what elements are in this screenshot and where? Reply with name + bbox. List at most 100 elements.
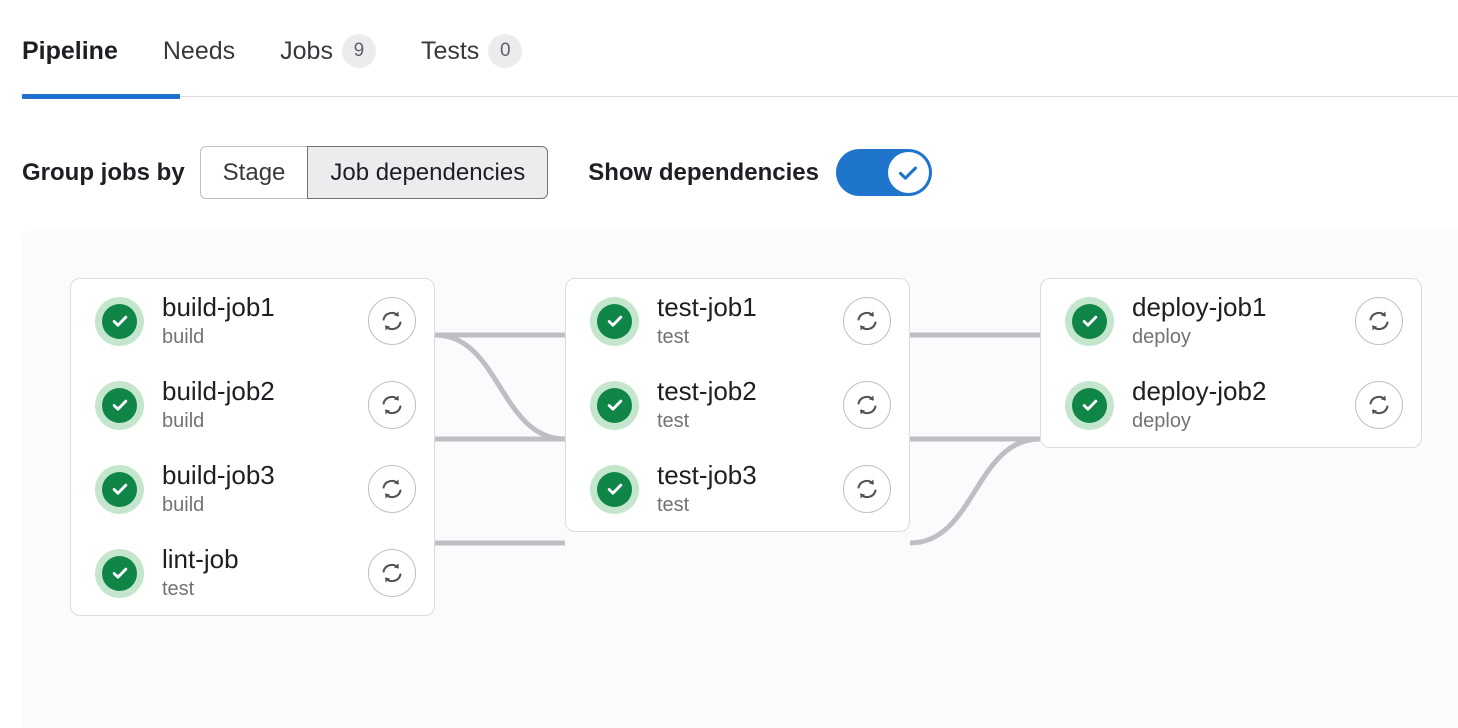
tab-jobs-label: Jobs: [280, 36, 333, 65]
check-icon: [112, 399, 127, 411]
show-dependencies-toggle[interactable]: [835, 149, 932, 196]
job-text: deploy-job2 deploy: [1132, 377, 1355, 432]
retry-arrow-head-top: [393, 395, 399, 401]
retry-arrow-head-top: [868, 395, 874, 401]
job-item-build-job2[interactable]: build-job2 build: [71, 363, 434, 447]
job-text: build-job3 build: [162, 461, 368, 516]
job-item-test-job2[interactable]: test-job2 test: [566, 363, 909, 447]
graph-controls: Group jobs by Stage Job dependencies Sho…: [22, 146, 932, 199]
retry-icon[interactable]: [368, 381, 416, 429]
retry-icon[interactable]: [368, 297, 416, 345]
job-group-card-test: test-job1 test: [565, 278, 910, 532]
retry-glyph: [1369, 311, 1389, 331]
retry-arrow-head-bottom: [860, 409, 866, 415]
retry-arrow-head-bottom: [385, 493, 391, 499]
job-text: test-job3 test: [657, 461, 843, 516]
job-name: test-job1: [657, 292, 757, 323]
check-icon: [899, 166, 918, 180]
job-text: deploy-job1 deploy: [1132, 293, 1355, 348]
status-success-icon: [95, 296, 144, 346]
job-item-deploy-job1[interactable]: deploy-job1 deploy: [1041, 279, 1421, 363]
show-dependencies-label: Show dependencies: [588, 158, 819, 186]
retry-icon[interactable]: [843, 381, 891, 429]
job-item-lint-job[interactable]: lint-job test: [71, 531, 434, 615]
tab-tests[interactable]: Tests 0: [421, 26, 545, 76]
retry-arrow-head-bottom: [1372, 325, 1378, 331]
retry-icon[interactable]: [1355, 297, 1403, 345]
status-success-icon: [95, 464, 144, 514]
tab-needs[interactable]: Needs: [163, 26, 258, 76]
tab-jobs[interactable]: Jobs 9: [280, 26, 399, 76]
retry-glyph: [382, 395, 402, 415]
group-by-segmented-control: Stage Job dependencies: [199, 146, 549, 199]
retry-icon[interactable]: [1355, 381, 1403, 429]
job-stage: test: [657, 409, 690, 432]
pipeline-graph-panel: build-job1 build: [22, 230, 1458, 728]
link-test-job3-deploy-job2: [909, 436, 1041, 546]
job-stage: build: [162, 493, 205, 516]
tab-tests-label: Tests: [420, 36, 480, 65]
group-jobs-by-label: Group jobs by: [22, 158, 185, 186]
tab-jobs-badge: 9: [341, 34, 376, 68]
retry-arrow-head-bottom: [860, 493, 866, 499]
check-icon: [607, 315, 622, 327]
status-success-icon: [1065, 296, 1114, 346]
check-icon: [1082, 315, 1097, 327]
job-name: test-job3: [657, 460, 757, 491]
job-stage: deploy: [1132, 409, 1191, 432]
toggle-knob: [887, 152, 929, 193]
job-group-card-build: build-job1 build: [70, 278, 435, 616]
retry-glyph: [382, 311, 402, 331]
job-name: build-job1: [162, 292, 275, 323]
retry-arrow-head-top: [393, 311, 399, 317]
retry-arrow-head-bottom: [860, 325, 866, 331]
retry-arrow-head-top: [393, 479, 399, 485]
status-success-icon: [1065, 380, 1114, 430]
group-by-job-dependencies-label: Job dependencies: [330, 158, 526, 186]
link-build-job1-test-job2: [434, 332, 566, 442]
retry-arrow-head-top: [868, 479, 874, 485]
status-success-icon: [95, 380, 144, 430]
check-icon: [112, 315, 127, 327]
job-stage: deploy: [1132, 325, 1191, 348]
group-by-stage-button[interactable]: Stage: [199, 146, 309, 199]
group-by-job-dependencies-button[interactable]: Job dependencies: [307, 146, 549, 199]
job-item-test-job1[interactable]: test-job1 test: [566, 279, 909, 363]
job-name: test-job2: [657, 376, 757, 407]
tab-tests-badge: 0: [488, 34, 523, 68]
retry-icon[interactable]: [843, 297, 891, 345]
retry-arrow-head-top: [868, 311, 874, 317]
status-success-icon: [590, 464, 639, 514]
tab-pipeline[interactable]: Pipeline: [22, 26, 141, 76]
retry-icon[interactable]: [368, 549, 416, 597]
tab-pipeline-label: Pipeline: [22, 36, 118, 65]
check-icon: [607, 399, 622, 411]
job-name: deploy-job1: [1132, 292, 1267, 323]
job-stage: test: [657, 493, 690, 516]
job-item-deploy-job2[interactable]: deploy-job2 deploy: [1041, 363, 1421, 447]
check-icon: [112, 483, 127, 495]
job-stage: build: [162, 325, 205, 348]
retry-glyph: [382, 479, 402, 499]
retry-icon[interactable]: [843, 465, 891, 513]
job-item-build-job1[interactable]: build-job1 build: [71, 279, 434, 363]
job-name: deploy-job2: [1132, 376, 1267, 407]
retry-arrow-head-top: [1380, 395, 1386, 401]
job-name: lint-job: [162, 544, 239, 575]
tab-bar: Pipeline Needs Jobs 9 Tests 0: [0, 0, 1458, 101]
retry-arrow-head-bottom: [385, 325, 391, 331]
job-group-card-deploy: deploy-job1 deploy: [1040, 278, 1422, 448]
retry-arrow-head-bottom: [1372, 409, 1378, 415]
job-item-test-job3[interactable]: test-job3 test: [566, 447, 909, 531]
job-stage: test: [657, 325, 690, 348]
retry-glyph: [1369, 395, 1389, 415]
job-name: build-job2: [162, 376, 275, 407]
job-text: build-job2 build: [162, 377, 368, 432]
retry-arrow-head-bottom: [385, 577, 391, 583]
job-text: test-job1 test: [657, 293, 843, 348]
retry-icon[interactable]: [368, 465, 416, 513]
job-stage: build: [162, 409, 205, 432]
job-item-build-job3[interactable]: build-job3 build: [71, 447, 434, 531]
job-text: build-job1 build: [162, 293, 368, 348]
